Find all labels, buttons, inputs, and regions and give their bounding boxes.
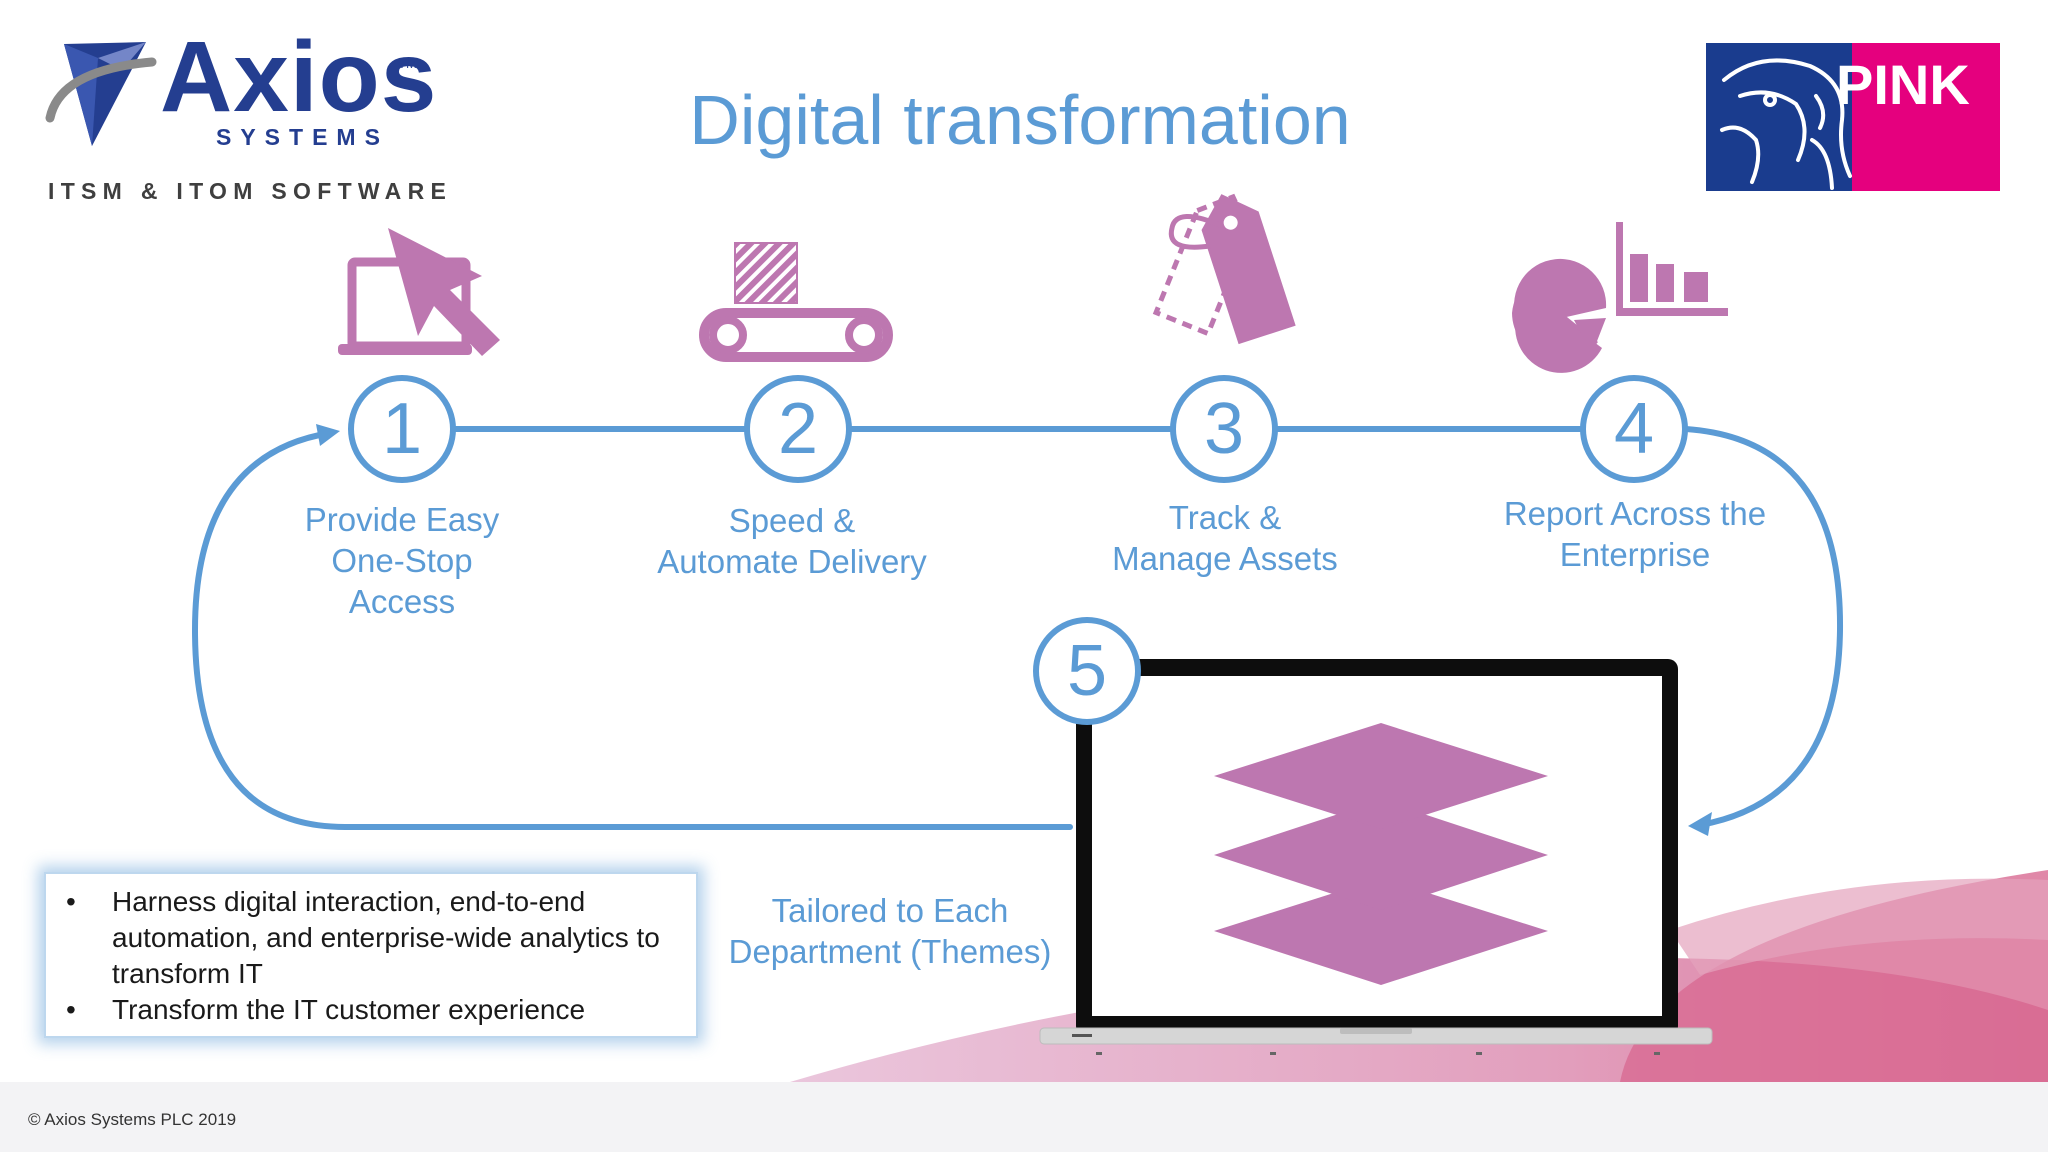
step-5-label-line: Tailored to Each: [771, 892, 1009, 929]
step-1-circle: [348, 375, 456, 483]
step-2-number: 2: [777, 389, 819, 469]
step-2-label-line: Automate Delivery: [657, 543, 927, 580]
arrow-4-to-5: [1683, 426, 1844, 828]
step-5-circle: [1033, 617, 1141, 725]
step-1-label: Provide Easy One-Stop Access: [252, 499, 552, 622]
page-title: Digital transformation: [689, 81, 1351, 159]
step-2-label-line: Speed &: [728, 502, 856, 539]
arrowhead-to-5: [1688, 812, 1712, 836]
conveyor-belt-icon: [699, 242, 893, 362]
layers-icon: [1214, 723, 1548, 985]
step-1-label-line: Access: [348, 583, 456, 620]
step-2-circle: [744, 375, 852, 483]
step-4-number: 4: [1613, 389, 1655, 469]
step-4-label-line: Enterprise: [1559, 536, 1711, 573]
step-1-label-line: Provide Easy: [304, 501, 500, 538]
step-3-label-line: Track &: [1168, 499, 1282, 536]
asset-tag-icon: [1152, 193, 1296, 345]
step-3-circle: [1170, 375, 1278, 483]
axios-mark-icon: [45, 42, 157, 146]
step-3-label: Track & Manage Assets: [1060, 497, 1390, 579]
arrow-5-to-1: [191, 430, 1073, 830]
step-3-label-line: Manage Assets: [1112, 540, 1338, 577]
list-item: Transform the IT customer experience: [66, 992, 696, 1028]
trademark-mark: TM: [398, 56, 417, 71]
step-5-label-line: Department (Themes): [728, 933, 1052, 970]
copyright-text: © Axios Systems PLC 2019: [28, 1110, 237, 1129]
axios-systems-text: SYSTEMS: [216, 124, 389, 150]
step-1-label-line: One-Stop: [331, 542, 473, 579]
laptop-cursor-icon: [338, 228, 500, 356]
step-4-circle: [1580, 375, 1688, 483]
pie-bar-chart-icon: [1512, 222, 1728, 373]
step-4-label: Report Across the Enterprise: [1470, 493, 1800, 575]
step-5-label: Tailored to Each Department (Themes): [700, 890, 1080, 972]
step-2-label: Speed & Automate Delivery: [622, 500, 962, 582]
pink-logo-text: PINK: [1836, 53, 1970, 116]
axios-wordmark: Axios: [160, 21, 438, 133]
step-3-number: 3: [1203, 389, 1245, 469]
summary-list: Harness digital interaction, end-to-end …: [46, 874, 696, 1028]
step-4-label-line: Report Across the: [1503, 495, 1767, 532]
step-1-number: 1: [381, 389, 423, 469]
arrowhead-to-1: [316, 424, 340, 446]
pink-elephant-logo: [1706, 43, 2000, 191]
step-5-number: 5: [1066, 631, 1108, 711]
logo-tagline: ITSM & ITOM SOFTWARE: [48, 178, 453, 204]
summary-box: Harness digital interaction, end-to-end …: [44, 872, 698, 1038]
list-item: Harness digital interaction, end-to-end …: [66, 884, 696, 992]
footer-bar: [0, 1082, 2048, 1152]
